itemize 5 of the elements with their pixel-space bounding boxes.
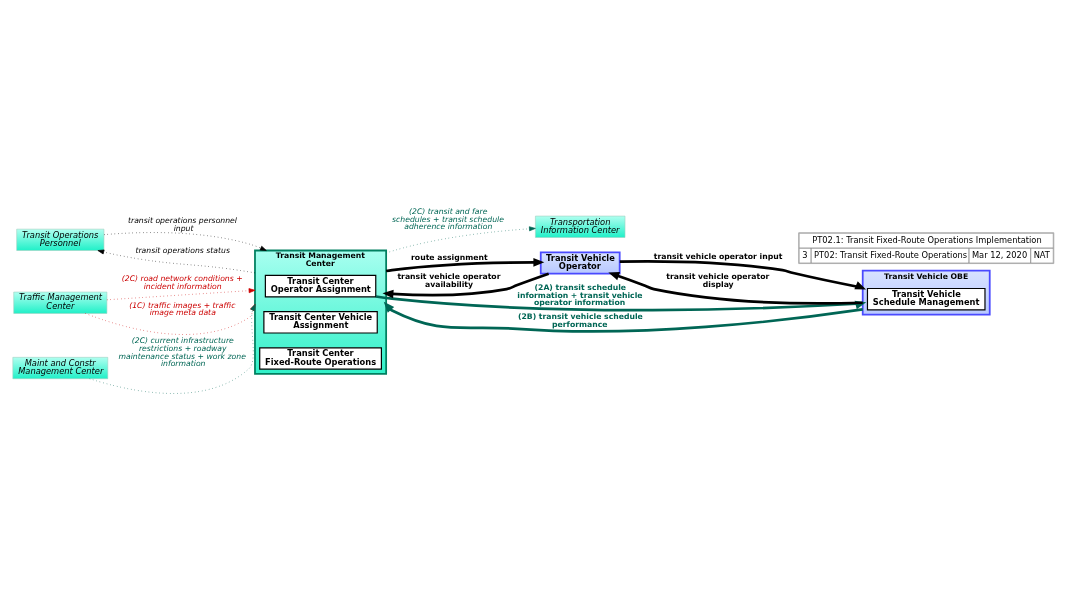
label: PT02.1: Transit Fixed-Route Operations Implementation — [812, 234, 1042, 245]
label: Mar 12, 2020 — [971, 249, 1028, 260]
label: NAT — [1033, 249, 1050, 260]
label: PT02: Transit Fixed-Route Operations — [814, 249, 968, 260]
label: 3 — [802, 249, 808, 260]
